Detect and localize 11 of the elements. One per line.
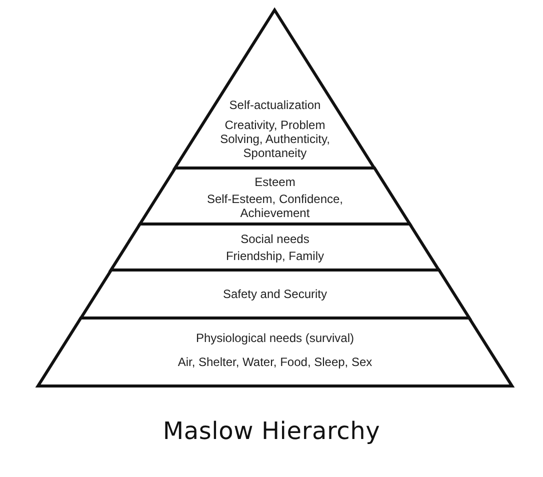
tier-description: Creativity, Problem Solving, Authenticity, Spontaneity (219, 118, 331, 160)
tier-heading: Safety and Security (222, 287, 328, 301)
diagram-caption: Maslow Hierarchy (162, 416, 380, 446)
tier-heading: Social needs (240, 232, 310, 246)
tier-heading: Esteem (254, 175, 296, 189)
tier-description: Self-Esteem, Confidence, Achievement (206, 192, 344, 220)
tier-heading: Physiological needs (survival) (196, 331, 354, 345)
tier-heading: Self-actualization (229, 98, 321, 112)
tier-description: Air, Shelter, Water, Food, Sleep, Sex (178, 355, 372, 369)
tier-description: Friendship, Family (226, 249, 324, 263)
pyramid-tier (34, 314, 516, 390)
